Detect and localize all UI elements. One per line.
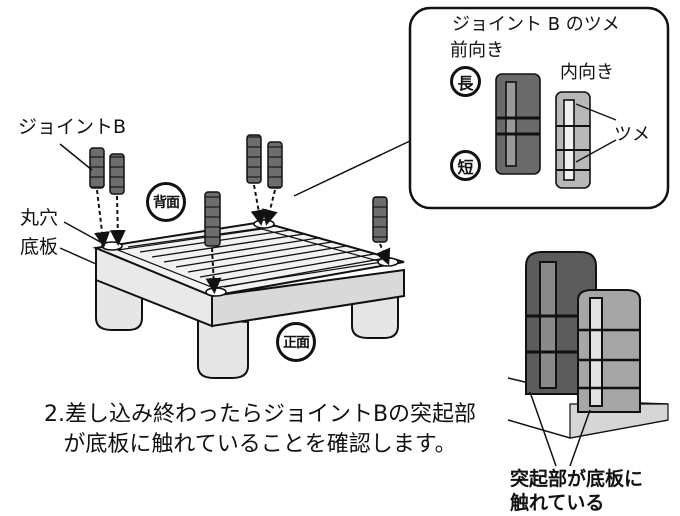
inset-claw-label: ツメ xyxy=(614,124,650,145)
detail-caption-line-2: 触れている xyxy=(510,492,605,514)
base-slats xyxy=(127,225,387,288)
detail-caption-line-1: 突起部が底板に xyxy=(510,468,644,490)
inset-inward-label: 内向き xyxy=(560,62,614,83)
joints-group xyxy=(89,134,391,294)
base-plate-label: 底板 xyxy=(20,236,59,258)
base-front-right-face xyxy=(211,268,405,328)
detail-joint-front xyxy=(577,289,641,413)
detail-closeup xyxy=(507,251,669,467)
front-view-badge: 正面 xyxy=(276,322,316,362)
inset-box xyxy=(408,6,670,210)
round-hole-label: 丸穴 xyxy=(20,207,59,229)
stand-platform xyxy=(92,219,405,379)
inset-joint-forward xyxy=(495,73,541,175)
inset-forward-label: 前向き xyxy=(450,40,504,61)
instruction-line-2: が底板に触れていることを確認します。 xyxy=(63,432,457,457)
short-badge: 短 xyxy=(450,150,481,181)
leader-lines xyxy=(59,139,413,265)
joint-b-label: ジョイントB xyxy=(18,116,127,138)
long-badge: 長 xyxy=(450,66,481,97)
inset-joint-inward xyxy=(555,91,591,189)
inset-title: ジョイント B のツメ xyxy=(452,14,620,35)
instruction-line-1: 2.差し込み終わったらジョイントBの突起部 xyxy=(43,402,477,427)
insertion-arrows xyxy=(94,184,391,294)
back-view-badge: 背面 xyxy=(146,182,186,222)
joint-b-piece xyxy=(89,134,388,247)
